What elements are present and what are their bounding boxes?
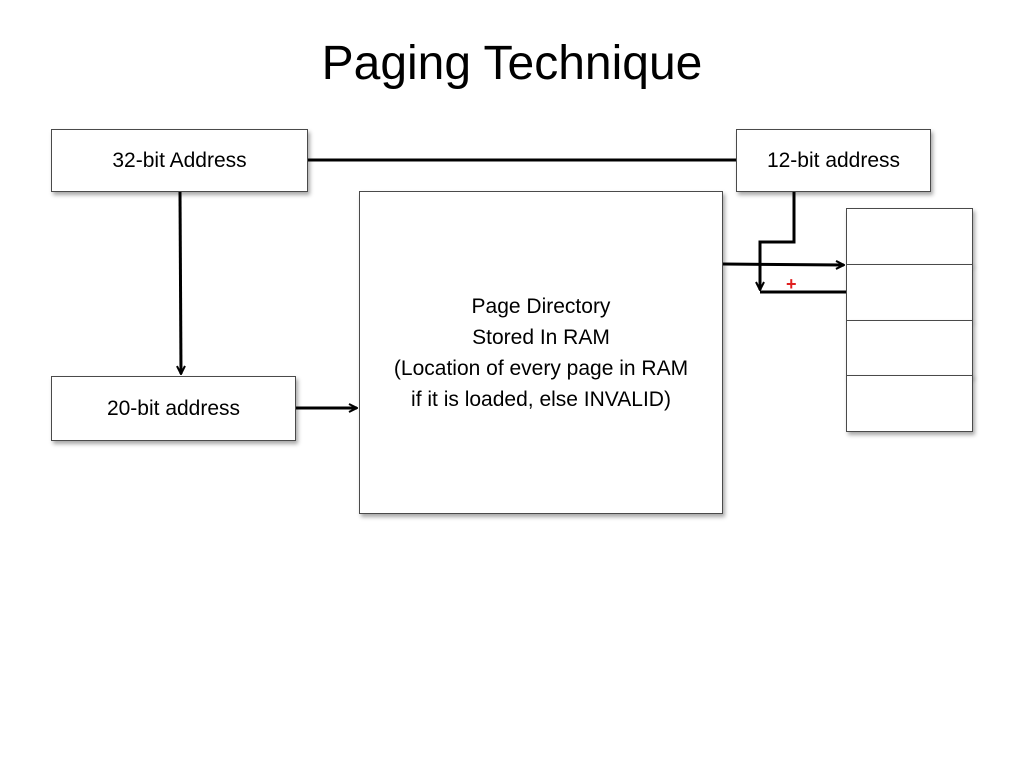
address-12-bit-box: 12-bit address <box>736 129 931 192</box>
ram-page-cell <box>846 320 973 377</box>
page-directory-line-3: (Location of every page in RAM <box>393 356 689 380</box>
plus-operator: + <box>786 274 797 294</box>
page-directory-line-1: Page Directory <box>471 294 611 318</box>
arrow-32-to-20 <box>180 191 181 374</box>
address-20-bit-label: 20-bit address <box>106 396 241 420</box>
address-20-bit-box: 20-bit address <box>51 376 296 441</box>
page-directory-line-2: Stored In RAM <box>472 325 610 349</box>
address-12-bit-label: 12-bit address <box>766 148 901 172</box>
arrow-directory-to-ram <box>722 264 844 265</box>
ram-page-cell <box>846 375 973 432</box>
ram-page-cell <box>846 264 973 321</box>
address-32-bit-label: 32-bit Address <box>112 148 247 172</box>
page-directory-line-4: if it is loaded, else INVALID) <box>411 387 671 411</box>
page-directory-box: Page Directory Stored In RAM (Location o… <box>359 191 723 514</box>
slide-title: Paging Technique <box>321 37 703 90</box>
address-32-bit-box: 32-bit Address <box>51 129 308 192</box>
ram-page-cell <box>846 208 973 265</box>
